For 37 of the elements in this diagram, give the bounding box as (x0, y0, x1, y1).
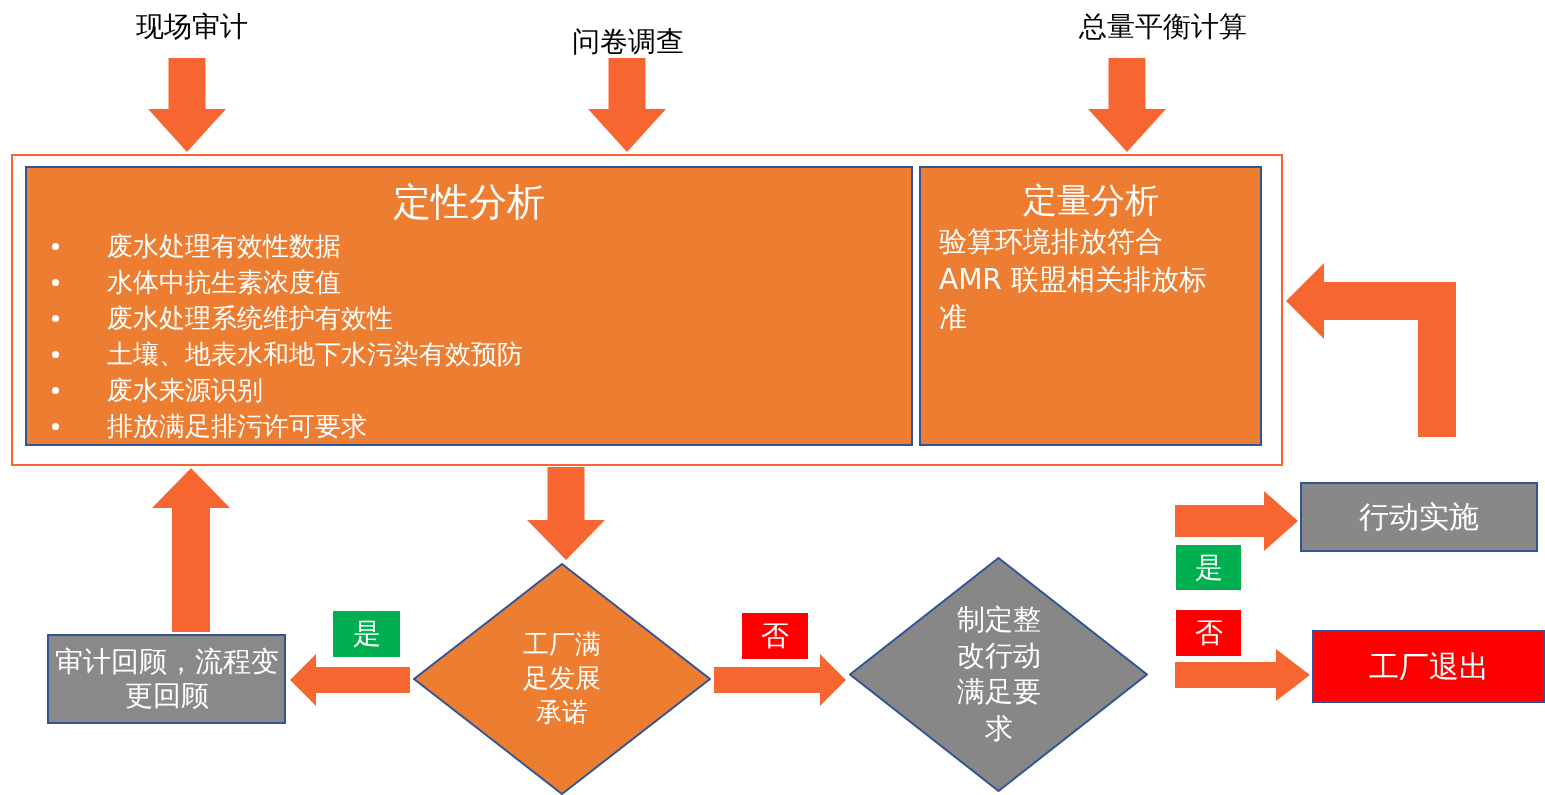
bullet-text: 土壤、地表水和地下水污染有效预防 (107, 339, 523, 369)
analysis-box (25, 166, 913, 446)
edge-label: 否 (1176, 610, 1241, 656)
input-label: 现场审计 (136, 8, 248, 46)
block-arrow (527, 467, 605, 560)
process-box (47, 634, 286, 724)
box-text: 行动实施 (1358, 499, 1480, 535)
block-arrow (1175, 649, 1310, 701)
edge-label: 是 (1176, 545, 1241, 590)
bullet-text: 排放满足排污许可要求 (107, 411, 367, 441)
block-arrow (1286, 263, 1456, 437)
bullet-text: 废水处理系统维护有效性 (107, 303, 393, 333)
diamond-text: 工厂满足发展承诺 (522, 628, 602, 729)
group-frame (11, 154, 1283, 466)
bullet-text: 废水处理有效性数据 (107, 231, 341, 261)
input-label: 总量平衡计算 (1079, 8, 1247, 46)
diamond-text: 制定整改行动满足要求 (955, 601, 1042, 747)
block-arrow (714, 654, 846, 706)
process-box (1300, 482, 1538, 552)
bullet-text: 水体中抗生素浓度值 (107, 267, 341, 297)
block-arrow (290, 654, 410, 706)
block-arrow (1088, 58, 1166, 152)
box-heading: 定性分析 (392, 179, 546, 226)
bullet-text: 废水来源识别 (107, 375, 263, 405)
block-arrow (152, 468, 230, 632)
block-arrow (148, 58, 226, 152)
block-arrow (588, 58, 666, 152)
box-heading: 定量分析 (1021, 179, 1160, 222)
analysis-box (919, 166, 1262, 446)
edge-label: 否 (742, 613, 808, 659)
block-arrow (1175, 491, 1298, 551)
edge-label: 是 (333, 611, 400, 657)
input-label: 问卷调查 (572, 23, 684, 61)
box-body: 验算环境排放符合AMR 联盟相关排放标准 (939, 224, 1208, 336)
process-box (1312, 630, 1545, 703)
box-text: 工厂退出 (1367, 648, 1490, 685)
box-text: 审计回顾，流程变更回顾 (53, 645, 280, 713)
